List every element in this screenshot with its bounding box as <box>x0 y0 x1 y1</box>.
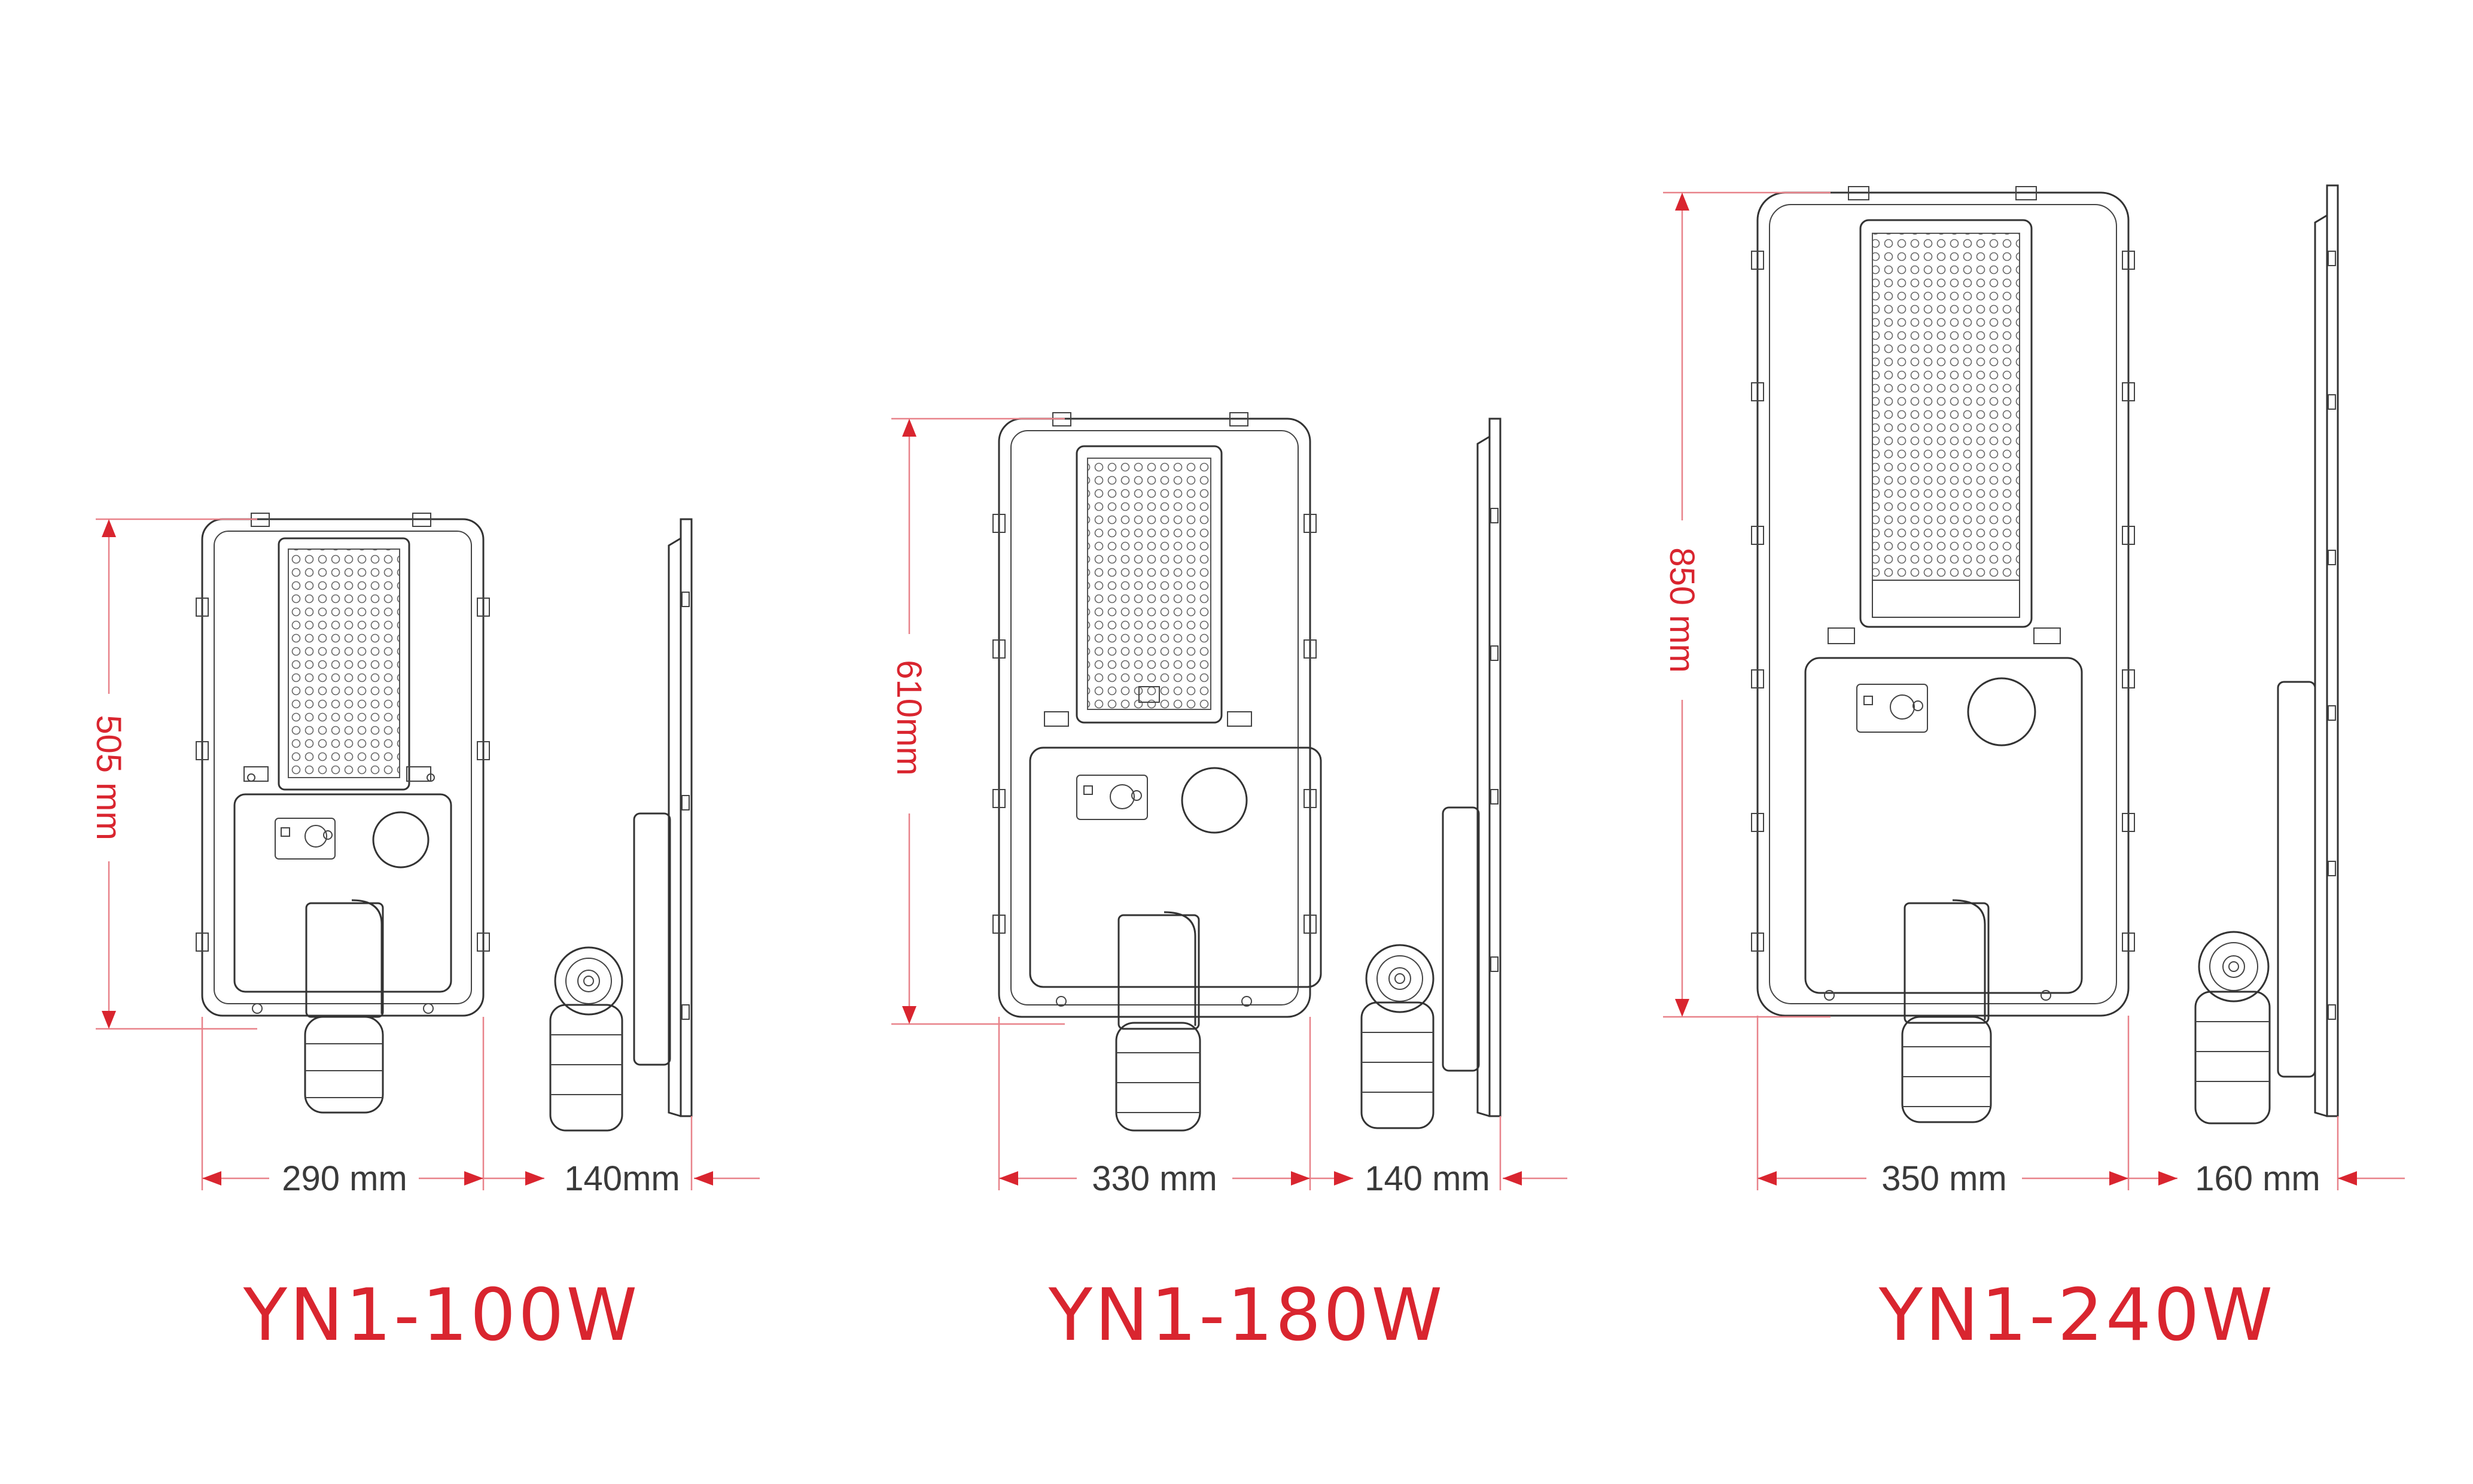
side-view-180w <box>1360 418 1502 1129</box>
front-view-240w <box>1751 186 2135 1123</box>
front-view-100w <box>196 513 490 1114</box>
width-label-100w: 290 mm <box>282 1159 407 1198</box>
product-yn1-240w: 850 mm 350 mm 160 mm YN1-240W <box>1662 184 2405 1357</box>
dimension-lines-180w <box>891 418 1567 1190</box>
height-label-180w: 610mm <box>890 660 928 775</box>
width-label-240w: 350 mm <box>1881 1159 2007 1198</box>
product-yn1-100w: 505 mm 290 mm 140mm YN1-100W <box>89 513 760 1357</box>
height-label-240w: 850 mm <box>1662 547 1701 673</box>
depth-label-240w: 160 mm <box>2195 1159 2320 1198</box>
product-yn1-180w: 610mm 330 mm 140 mm YN1-180W <box>890 412 1567 1357</box>
model-name-180w: YN1-180W <box>1048 1274 1445 1357</box>
model-name-240w: YN1-240W <box>1878 1274 2275 1357</box>
model-name-100w: YN1-100W <box>243 1274 639 1357</box>
dimension-lines-100w <box>96 518 760 1190</box>
front-view-180w <box>992 412 1322 1132</box>
width-label-180w: 330 mm <box>1092 1159 1217 1198</box>
depth-label-100w: 140mm <box>564 1159 680 1198</box>
side-view-240w <box>2194 184 2339 1125</box>
depth-label-180w: 140 mm <box>1365 1159 1490 1198</box>
side-view-100w <box>549 518 693 1132</box>
height-label-100w: 505 mm <box>89 715 128 840</box>
dimension-lines-240w <box>1663 191 2405 1190</box>
